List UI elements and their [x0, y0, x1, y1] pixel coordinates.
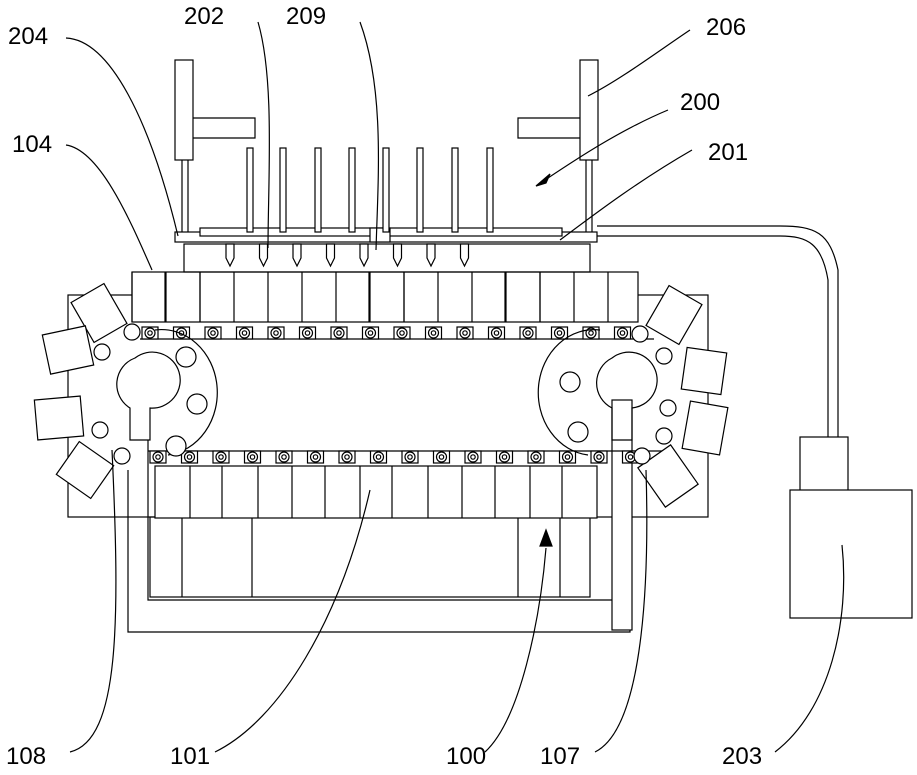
needle-tip: [226, 244, 234, 266]
lower-block-row: [155, 466, 597, 518]
vertical-rod: [452, 148, 458, 232]
label-107: 107: [540, 743, 580, 770]
needle-tip: [360, 244, 368, 266]
vertical-rod: [349, 148, 355, 232]
lower-chain: [148, 451, 662, 463]
chain-roller: [342, 452, 352, 462]
chain-roller: [240, 328, 250, 338]
left-sprocket: [117, 330, 217, 456]
needle-tip: [394, 244, 402, 266]
chain-roller: [492, 328, 502, 338]
label-206: 206: [706, 14, 746, 41]
label-101: 101: [170, 743, 210, 770]
vertical-rod: [417, 148, 423, 232]
needle-tip: [461, 244, 469, 266]
label-104: 104: [12, 131, 52, 158]
chain-roller: [208, 328, 218, 338]
vertical-rod: [315, 148, 321, 232]
label-202: 202: [184, 3, 224, 30]
chain-roller: [248, 452, 258, 462]
control-box: [790, 437, 912, 618]
upper-block-row: [132, 272, 638, 322]
chain-roller: [153, 452, 163, 462]
vertical-rod: [280, 148, 286, 232]
vertical-rod: [487, 148, 493, 232]
label-200: 200: [680, 89, 720, 116]
label-201: 201: [708, 139, 748, 166]
needle-tip: [293, 244, 301, 266]
chain-roller: [531, 452, 541, 462]
label-203: 203: [722, 743, 762, 770]
chain-roller: [594, 452, 604, 462]
chain-roller: [405, 452, 415, 462]
chain-roller: [185, 452, 195, 462]
needle-tip: [427, 244, 435, 266]
upper-block-frame: [132, 272, 638, 322]
chain-roller: [145, 328, 155, 338]
chain-roller: [460, 328, 470, 338]
chain-roller: [618, 328, 628, 338]
chain-roller: [271, 328, 281, 338]
left-flap-group: [34, 284, 140, 499]
top-assembly: [175, 60, 838, 440]
chain-roller: [374, 452, 384, 462]
chain-roller: [437, 452, 447, 462]
needle-tip: [327, 244, 335, 266]
arrowhead-100: [540, 530, 552, 546]
chain-roller: [334, 328, 344, 338]
chain-roller: [279, 452, 289, 462]
chain-roller: [523, 328, 533, 338]
right-sprocket: [538, 330, 657, 455]
vertical-rod: [383, 148, 389, 232]
label-108: 108: [6, 743, 46, 770]
vertical-rod: [247, 148, 253, 232]
lower-block-frame: [155, 466, 597, 518]
chain-roller: [366, 328, 376, 338]
needle-tip: [260, 244, 268, 266]
arrowhead-200: [536, 174, 550, 186]
label-209: 209: [286, 3, 326, 30]
chain-roller: [311, 452, 321, 462]
label-204: 204: [8, 23, 48, 50]
chain-roller: [397, 328, 407, 338]
chain-roller: [216, 452, 226, 462]
chain-roller: [303, 328, 313, 338]
chain-roller: [429, 328, 439, 338]
chain-roller: [555, 328, 565, 338]
chain-roller: [468, 452, 478, 462]
chain-roller: [563, 452, 573, 462]
chain-roller: [500, 452, 510, 462]
label-100: 100: [446, 743, 486, 770]
